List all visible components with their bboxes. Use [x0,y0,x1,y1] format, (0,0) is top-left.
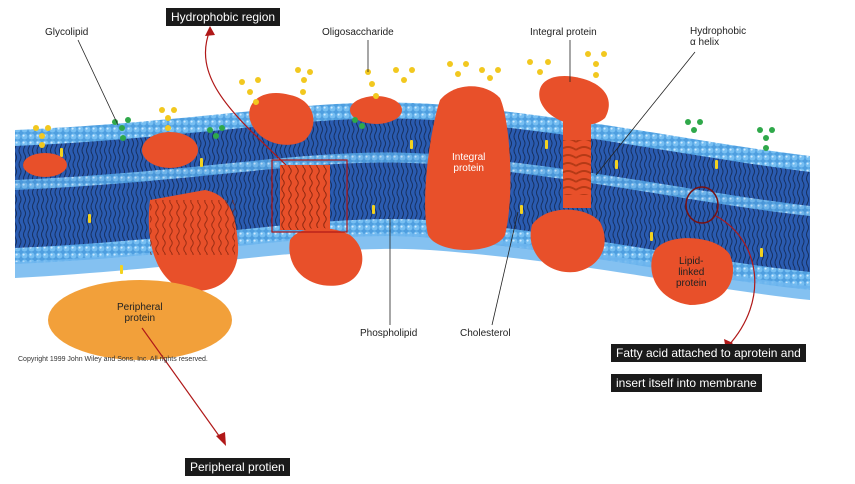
label-lipid-linked-protein: Lipid- linked protein [676,256,707,289]
label-integral-protein: Integral protein [530,27,597,38]
label-integral-protein-inner: Integral protein [452,152,485,174]
label-cholesterol: Cholesterol [460,328,511,339]
label-glycolipid: Glycolipid [45,27,88,38]
label-oligosaccharide: Oligosaccharide [322,27,394,38]
label-peripheral-protein: Peripheral protein [117,302,163,324]
annotation-peripheral-protien: Peripheral protien [185,458,290,476]
annotation-fatty-acid-line2: insert itself into membrane [611,374,762,392]
label-phospholipid: Phospholipid [360,328,417,339]
annotation-hydrophobic-region: Hydrophobic region [166,8,280,26]
label-hydrophobic-helix: Hydrophobic α helix [690,26,746,48]
copyright-text: Copyright 1999 John Wiley and Sons, Inc.… [18,356,208,363]
annotation-fatty-acid-line1: Fatty acid attached to aprotein and [611,344,806,362]
